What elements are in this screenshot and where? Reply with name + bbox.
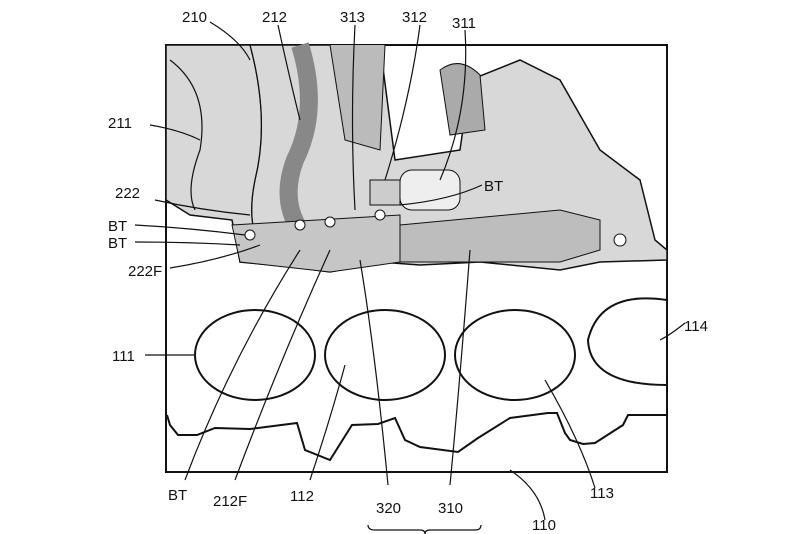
label-bt-2: BT (108, 235, 127, 252)
label-212f: 212F (213, 493, 247, 510)
bore-112 (324, 309, 446, 401)
label-bt-3: BT (484, 178, 503, 195)
engine-components (165, 42, 668, 273)
bore-113 (454, 309, 576, 401)
label-212: 212 (262, 9, 287, 26)
bore-114 (586, 297, 668, 386)
label-312: 312 (402, 9, 427, 26)
label-bt-1: BT (108, 218, 127, 235)
label-114: 114 (684, 318, 708, 335)
label-113: 113 (590, 485, 614, 502)
label-310: 310 (438, 500, 463, 517)
label-112: 112 (290, 488, 314, 505)
label-311: 311 (452, 15, 476, 32)
label-222: 222 (115, 185, 140, 202)
label-110: 110 (532, 517, 556, 534)
label-313: 313 (340, 9, 365, 26)
block-edge (166, 412, 667, 462)
label-bt-4: BT (168, 487, 187, 504)
label-222f: 222F (128, 263, 162, 280)
bracket-part-222 (231, 214, 401, 273)
label-111: 111 (112, 348, 135, 365)
label-211: 211 (108, 115, 132, 132)
label-320: 320 (376, 500, 401, 517)
label-210: 210 (182, 9, 207, 26)
leader-lines (134, 21, 686, 534)
